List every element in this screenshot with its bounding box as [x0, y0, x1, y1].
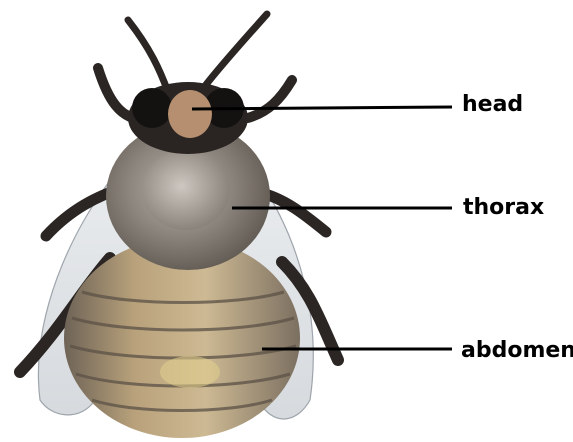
abdomen-label: abdomen: [461, 340, 573, 362]
left-antenna: [128, 20, 168, 92]
head-leader-line: [192, 107, 452, 109]
thorax-label: thorax: [463, 197, 544, 219]
right-antenna: [205, 14, 267, 86]
head-shape: [128, 82, 248, 154]
head-label: head: [462, 94, 523, 116]
